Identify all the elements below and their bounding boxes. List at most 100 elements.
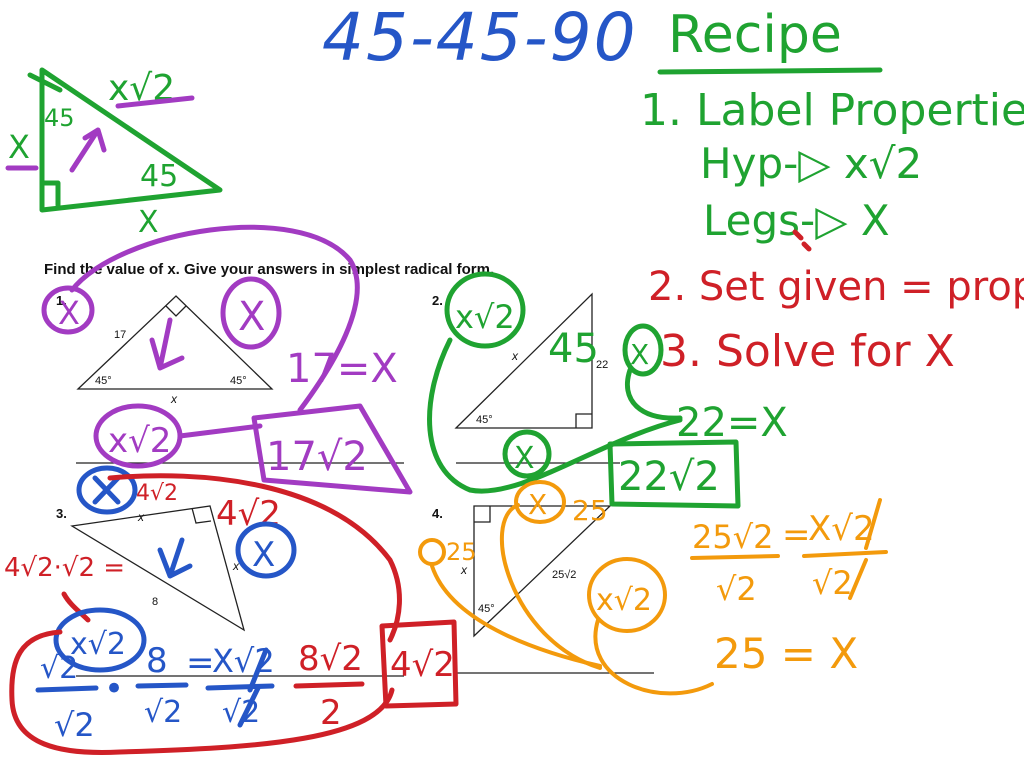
p1-equation: 17=X [286,346,398,392]
recipe-underline [657,67,883,75]
p1-x-left: X [58,294,80,332]
ref-angle-top: 45 [44,104,75,132]
p4-left-swoop [430,564,602,668]
p3-frac2-num: 8 [146,641,168,681]
p1-answer: 17√2 [266,434,368,480]
p3-x-circle: X [252,535,275,575]
worksheet-instruction: Find the value of x. Give your answers i… [44,261,494,278]
p3-note-arrow [61,591,91,623]
p4-left-label: 25 [446,538,477,566]
legs-dashes [792,229,812,252]
p4-cancel-marks [848,498,882,600]
p1-annotations: X X 17=X x√2 17√2 [41,224,413,495]
reference-triangle: 45 45 x√2 X X [5,67,223,240]
p3-frac1-bar [35,685,99,693]
p3-red-bar [293,681,365,689]
p4-lhs-den: √2 [716,570,757,608]
p2-hyp: x√2 [455,298,515,336]
ref-angle-right: 45 [140,159,178,194]
p3-outer-loop [9,629,395,755]
p3-frac2-den: √2 [144,695,182,730]
p3-circle-hyp [53,607,147,673]
p2-x-tail [625,367,683,421]
problem-1-angle-right: 45° [230,375,247,387]
problem-4-triangle [473,505,612,638]
p3-label-top: 4√2 [136,481,178,506]
reference-arrow [69,127,107,173]
p3-eq: = [186,643,215,683]
p1-big-arc [69,224,360,413]
p4-circle-hyp [587,557,667,633]
p3-answer-box [379,619,459,709]
ref-hyp-underline [115,95,195,109]
problem-2-leg: 22 [596,359,608,371]
recipe-step1: 1. Label Properties [640,85,1024,136]
right-angle-mark [39,180,61,208]
problem-4-angle: 45° [478,603,495,615]
p3-frac1-den: √2 [54,706,95,744]
problem-1-bottom: x [170,392,178,406]
problem-1-side: 17 [114,329,126,341]
p2-answer-box [607,439,741,509]
p4-x-circle: X [528,488,547,521]
p1-answer-box [251,403,413,495]
problem-3-right: x [232,559,240,573]
p4-top-swoop [499,503,602,670]
reference-triangle-outline [27,67,223,213]
problem-1-triangle [76,295,274,390]
problem-2: 2. x 22 45° [432,292,620,464]
p3-red-num: 8√2 [298,639,363,679]
p1-check [149,317,185,371]
recipe-hyp: Hyp-▷ x√2 [700,139,922,188]
p3-x-start-mark [92,475,121,505]
p3-red-loop [107,473,402,643]
p1-hyp: x√2 [108,421,171,461]
p2-circle-small [502,429,552,479]
recipe-legs: Legs-▷ X [703,196,890,245]
p2-x-small: X [514,441,535,476]
p1-circle-top [220,276,282,350]
p3-answer: 4√2 [390,645,455,685]
p4-lhs-bar [690,554,780,560]
p4-lhs-num: 25√2 [692,518,773,556]
p3-hyp: x√2 [70,627,126,662]
problem-2-angle: 45° [476,414,493,426]
problem-1: 1. 17 x 45° 45° [56,293,404,464]
p2-annotations: x√2 45 X 22=X X 22√2 [427,271,788,509]
p1-circle-left [41,285,95,335]
recipe-step3: 3. Solve for X [660,326,955,377]
page-title: 45-45-90 [322,0,638,76]
p3-frac2-bar [135,682,189,689]
problem-4: 4. x 25√2 45° [432,505,654,674]
problem-3-triangle [70,505,246,632]
p3-annotations: 4√2 4√2 X 4√2·√2 = x√2 √2 √2 • 8 √2 = X√… [4,465,459,755]
p1-x-top: X [238,294,265,340]
problem-3-number: 3. [56,506,67,521]
p3-frac1-num: √2 [40,651,78,686]
p3-circle-x-start [76,465,138,515]
p4-result: 25 = X [714,629,858,678]
p2-circle-hyp [444,271,526,349]
problem-1-number: 1. [56,293,67,308]
problem-3-hyp: 8 [152,596,158,608]
p4-rhs-bar [802,550,888,558]
problem-4-number: 4. [432,506,443,521]
p4-circle-left [418,538,446,566]
p4-annotations: X 25 25 x√2 25√2 √2 = X√2 √2 25 = X [418,480,888,696]
p3-frac3-bar [205,683,275,691]
p2-circle-x [622,323,664,377]
p3-cancel-marks [237,647,269,728]
p4-hyp-swoop [593,618,714,696]
p3-circle-x [235,521,297,579]
p3-left-note: 4√2·√2 = [4,553,125,583]
problem-2-triangle [454,292,593,429]
p2-answer: 22√2 [618,454,720,500]
problem-3: 3. x x 8 [56,505,404,677]
p4-top-label: 25 [572,494,608,527]
problem-3-top: x [137,510,145,524]
p3-check [157,537,193,579]
p2-x: X [630,338,649,371]
p1-connector [177,423,263,439]
p4-eq: = [782,515,811,555]
